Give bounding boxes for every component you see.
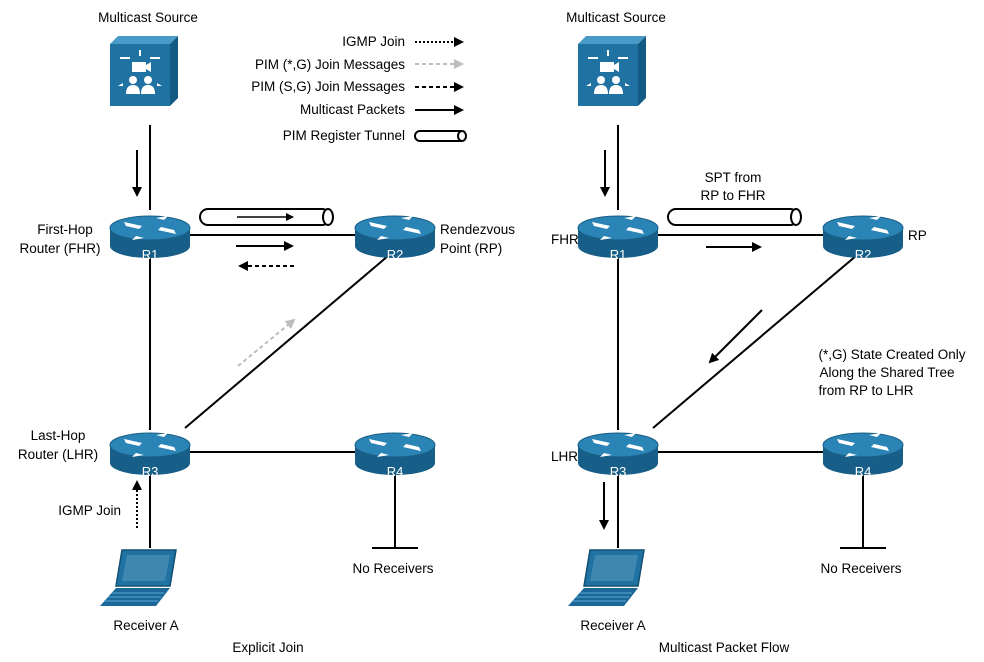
right-state-label-line1: (*,G) State Created Only — [818, 347, 965, 362]
right-router-r3: R3 — [577, 432, 659, 479]
right-spt-tunnel — [667, 208, 802, 226]
right-multicast-source-icon — [577, 35, 647, 107]
right-r2-name: R2 — [855, 247, 872, 262]
legend-pim-s-g-label: PIM (S,G) Join Messages — [251, 79, 405, 94]
left-router-r2: R2 — [354, 215, 436, 262]
right-spt-label-line1: SPT from — [705, 170, 762, 185]
right-source-label: Multicast Source — [566, 10, 666, 25]
right-receiver-label: Receiver A — [580, 618, 645, 633]
left-r3-label-line1: Last-Hop — [31, 428, 86, 443]
legend-multicast-packets-label: Multicast Packets — [300, 102, 405, 117]
left-multicast-source-icon — [109, 35, 179, 107]
left-r3-name: R3 — [142, 464, 159, 479]
right-state-label-line3: from RP to LHR — [818, 383, 913, 398]
left-router-r1: R1 — [109, 215, 191, 262]
left-receiver-laptop-icon — [99, 549, 177, 607]
legend: IGMP Join PIM (*,G) Join Messages PIM (S… — [251, 34, 467, 143]
left-star-g-join-arrow — [237, 318, 296, 367]
legend-tunnel-icon — [414, 130, 467, 142]
legend-igmp-join-label: IGMP Join — [342, 34, 405, 49]
legend-pim-star-g-label: PIM (*,G) Join Messages — [255, 57, 405, 72]
left-r4-name: R4 — [387, 464, 404, 479]
right-router-r2: R2 — [822, 215, 904, 262]
left-router-r3: R3 — [109, 432, 191, 479]
left-source-label: Multicast Source — [98, 10, 198, 25]
right-caption: Multicast Packet Flow — [659, 640, 790, 655]
left-igmp-join-label: IGMP Join — [58, 503, 121, 518]
left-r1-label-line2: Router (FHR) — [19, 241, 100, 256]
left-r3-label-line2: Router (LHR) — [18, 447, 98, 462]
right-r1-name: R1 — [610, 247, 627, 262]
left-register-tunnel — [199, 208, 334, 226]
left-r2-label-line2: Point (RP) — [440, 241, 502, 256]
left-r1-name: R1 — [142, 247, 159, 262]
right-spt-label-line2: RP to FHR — [700, 188, 765, 203]
left-diagram: Multicast Source R1 R2 R3 R4 First- — [18, 10, 515, 655]
right-link-r2-r3 — [652, 249, 864, 429]
legend-register-tunnel-label: PIM Register Tunnel — [283, 128, 405, 143]
left-router-r4: R4 — [354, 432, 436, 479]
left-r2-label-line1: Rendezvous — [440, 222, 515, 237]
right-r3-label: LHR — [551, 449, 578, 464]
right-multicast-arrow-r2-r3 — [708, 309, 763, 364]
left-r1-label-line1: First-Hop — [37, 222, 93, 237]
right-no-receivers-label: No Receivers — [820, 561, 901, 576]
right-r4-name: R4 — [855, 464, 872, 479]
right-diagram: Multicast Source SPT from RP to FHR R1 R… — [551, 10, 966, 655]
left-caption: Explicit Join — [232, 640, 303, 655]
right-r1-label: FHR — [551, 232, 579, 247]
left-link-r2-r3 — [184, 249, 396, 429]
left-receiver-label: Receiver A — [113, 618, 178, 633]
left-r2-name: R2 — [387, 247, 404, 262]
right-router-r4: R4 — [822, 432, 904, 479]
right-r2-label: RP — [908, 228, 927, 243]
right-receiver-laptop-icon — [567, 549, 645, 607]
right-r3-name: R3 — [610, 464, 627, 479]
right-router-r1: R1 — [577, 215, 659, 262]
right-state-label-line2: Along the Shared Tree — [819, 365, 954, 380]
left-no-receivers-label: No Receivers — [352, 561, 433, 576]
